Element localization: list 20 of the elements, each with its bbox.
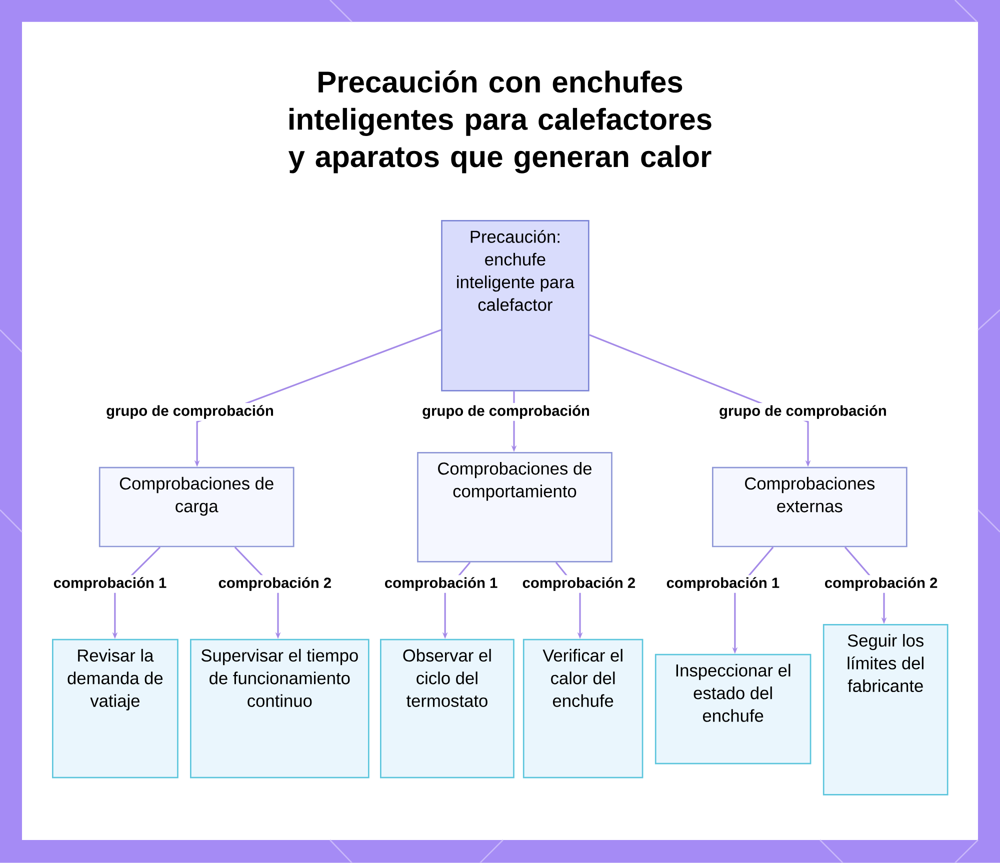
check-box: Observar el ciclo del termostato [380,638,514,778]
edge-label: grupo de comprobación [104,403,276,421]
check-box: Supervisar el tiempo de funcionamiento continuo [190,638,370,778]
check-box: Seguir los límites del fabricante [822,624,948,796]
root-box: Precaución: enchufe inteligente para calefactor [441,220,590,392]
group-box: Comprobaciones de carga [98,466,294,548]
title: Precaución con enchufes inteligentes para calefactores y aparatos que generan calor [288,70,712,174]
edge-label: comprobación 1 [664,575,782,593]
group-box: Comprobaciones externas [712,466,908,548]
edge-label: comprobación 2 [520,575,638,593]
check-box: Verificar el calor del enchufe [522,638,644,778]
edge-label: grupo de comprobación [420,403,592,421]
edge-label: comprobación 2 [822,575,940,593]
edge-label: comprobación 1 [382,575,500,593]
edge-label: comprobación 1 [51,575,169,593]
group-box: Comprobaciones de comportamiento [417,452,612,562]
check-box: Revisar la demanda de vatiaje [52,638,178,778]
edge-label: grupo de comprobación [717,403,889,421]
check-box: Inspeccionar el estado del enchufe [654,654,812,764]
edge-label: comprobación 2 [216,575,334,593]
